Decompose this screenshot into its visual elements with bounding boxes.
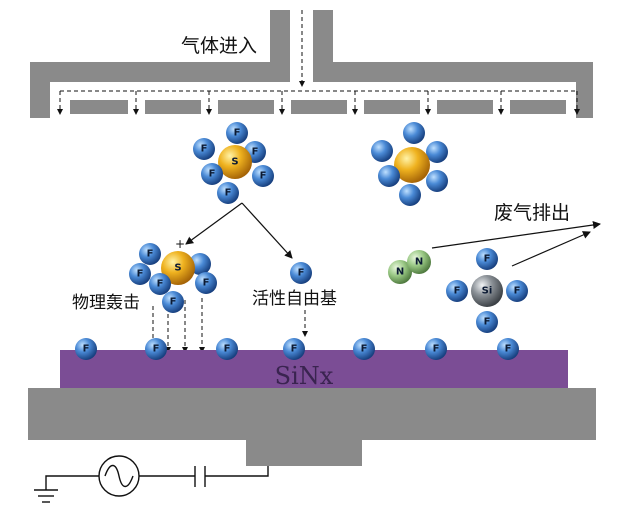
fluorine-atom [290,262,312,284]
atom-label-f: F [361,344,368,355]
chamber-top-right [313,62,593,82]
atom-label-f: F [137,269,144,280]
atom-label-f: F [201,144,208,155]
fluorine-atom [426,170,448,192]
fluorine-atom [283,338,305,360]
fluorine-atom [371,140,393,162]
atom-label-f: F [260,171,267,182]
silicon-atom [471,275,503,307]
fluorine-atom [195,272,217,294]
atom-label-f: F [225,188,232,199]
atom-label-f: F [224,344,231,355]
fluorine-radical: F [290,262,312,284]
sulfur-atom [161,251,195,285]
fluorine-atom [446,280,468,302]
atom-label-s: S [231,157,238,168]
atom-label-f: F [147,249,154,260]
sif4-molecule: F F F F Si [446,248,528,333]
fluorine-atom [476,248,498,270]
inlet-pipe-left-wall [270,10,290,72]
label-gas-in: 气体进入 [181,35,257,57]
fluorine-atom [193,138,215,160]
atom-label-f: F [157,279,164,290]
exhaust-arrows [431,221,601,267]
nitrogen-atom [407,250,431,274]
atom-label-n: N [415,257,423,268]
atom-label-f: F [209,169,216,180]
label-exhaust: 废气排出 [494,202,570,224]
sulfur-atom [394,147,430,183]
gas-showerhead: 气体进入 [30,10,593,118]
sf5-ion: + F F S F F F [129,237,217,313]
sf6-molecule-left: F F F S F F F [193,122,274,204]
atom-label-f: F [484,254,491,265]
sf6-molecule-right [371,122,448,206]
atom-label-f: F [83,344,90,355]
atom-label-f: F [170,297,177,308]
fluorine-atom [217,182,239,204]
label-active-radical: 活性自由基 [252,289,337,309]
atom-label-f: F [291,344,298,355]
fluorine-atom [145,338,167,360]
dissociation-arrows [185,202,293,259]
fluorine-atom [216,338,238,360]
sulfur-atom [218,145,252,179]
label-sinx: SiNx [275,362,334,390]
electrode-stem [246,440,362,466]
gas-flow-lines [57,10,580,115]
fluorine-atom [149,273,171,295]
fluorine-atom [162,291,184,313]
atom-label-s: S [174,263,181,274]
atom-label-n: N [396,267,404,278]
fluorine-atom [425,338,447,360]
chamber-top-left [30,62,290,82]
atom-label-f: F [433,344,440,355]
adsorbed-fluorine-row: F F F F F F F [75,338,519,360]
bottom-electrode [28,388,596,440]
atom-label-f: F [484,317,491,328]
fluorine-atom [403,122,425,144]
nitrogen-atom [388,260,412,284]
fluorine-atom [353,338,375,360]
atom-label-f: F [298,268,305,279]
atom-label-si: Si [482,286,493,297]
fluorine-atom [75,338,97,360]
fluorine-atom [399,184,421,206]
fluorine-atom [252,165,274,187]
atom-label-f: F [252,147,259,158]
fluorine-atom [497,338,519,360]
label-physical-bombardment: 物理轰击 [72,293,140,313]
atom-label-f: F [153,344,160,355]
fluorine-atom [378,165,400,187]
n2-molecule: N N [388,250,431,284]
fluorine-atom [426,141,448,163]
fluorine-atom [139,243,161,265]
atom-label-f: F [203,278,210,289]
distribution-plate [70,100,566,114]
fluorine-atom [506,280,528,302]
fluorine-atom [226,122,248,144]
rf-circuit [34,455,269,503]
fluorine-atom [129,263,151,285]
fluorine-atom [476,311,498,333]
atom-label-f: F [234,128,241,139]
fluorine-atom [201,163,223,185]
atom-label-f: F [514,286,521,297]
atom-label-f: F [505,344,512,355]
chamber-wall-left [30,62,50,118]
ion-charge: + [175,237,185,251]
inlet-pipe-right-wall [313,10,333,72]
sinx-film [60,350,568,388]
chamber-wall-right [576,62,593,118]
atom-label-f: F [454,286,461,297]
